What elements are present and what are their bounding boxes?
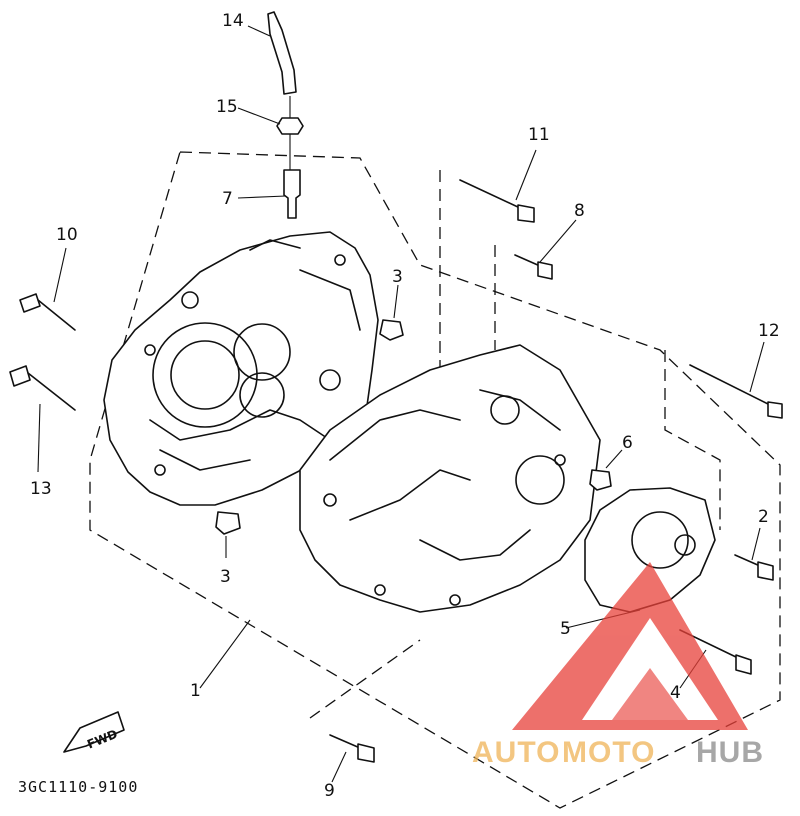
- watermark-text-moto: MOTO: [562, 736, 655, 769]
- breather-nipple: [283, 169, 301, 219]
- callout-7: 7: [222, 189, 233, 209]
- dowel-pin-lower: [215, 511, 241, 535]
- automotohub-watermark: AUTO MOTO HUB: [472, 562, 764, 769]
- bolt-13: [9, 365, 76, 411]
- watermark-text-auto: AUTO: [472, 736, 560, 769]
- callout-10: 10: [56, 225, 78, 245]
- callout-4: 4: [670, 683, 681, 703]
- callout-8: 8: [574, 201, 585, 221]
- callout-1: 1: [190, 681, 201, 701]
- fwd-label: FWD: [85, 727, 119, 752]
- callout-labels: 14 15 7 3 3 10 13 11 8 12 6 2 5 4 1 9: [30, 11, 780, 801]
- callout-3-lower: 3: [220, 567, 231, 587]
- callout-13: 13: [30, 479, 52, 499]
- callout-2: 2: [758, 507, 769, 527]
- leader-lines: [37, 25, 765, 783]
- callout-14: 14: [222, 11, 244, 31]
- hose-nut: [276, 117, 304, 135]
- bolt-9: [329, 734, 375, 763]
- watermark-inner-triangle: [612, 668, 688, 720]
- bolt-8: [514, 254, 553, 280]
- crankcase-cover: [584, 487, 716, 613]
- left-crankcase-half: [103, 231, 379, 506]
- dowel-pin-6: [589, 469, 612, 491]
- part-code: 3GC1110-9100: [18, 778, 138, 796]
- bolt-10: [19, 293, 76, 331]
- callout-15: 15: [216, 97, 238, 117]
- callout-5: 5: [560, 619, 571, 639]
- dowel-pin-upper: [379, 319, 404, 341]
- bolt-2: [734, 554, 774, 581]
- right-crankcase-half: [299, 344, 601, 613]
- watermark-text-hub: HUB: [696, 736, 764, 769]
- breather-hose: [267, 11, 297, 95]
- callout-3-upper: 3: [392, 267, 403, 287]
- callout-9: 9: [324, 781, 335, 801]
- fwd-arrow: FWD: [63, 711, 125, 753]
- bolt-11: [459, 179, 535, 223]
- callout-11: 11: [528, 125, 550, 145]
- callout-12: 12: [758, 321, 780, 341]
- callout-6: 6: [622, 433, 633, 453]
- bolt-12: [689, 364, 783, 419]
- watermark-triangle-icon: [512, 562, 748, 730]
